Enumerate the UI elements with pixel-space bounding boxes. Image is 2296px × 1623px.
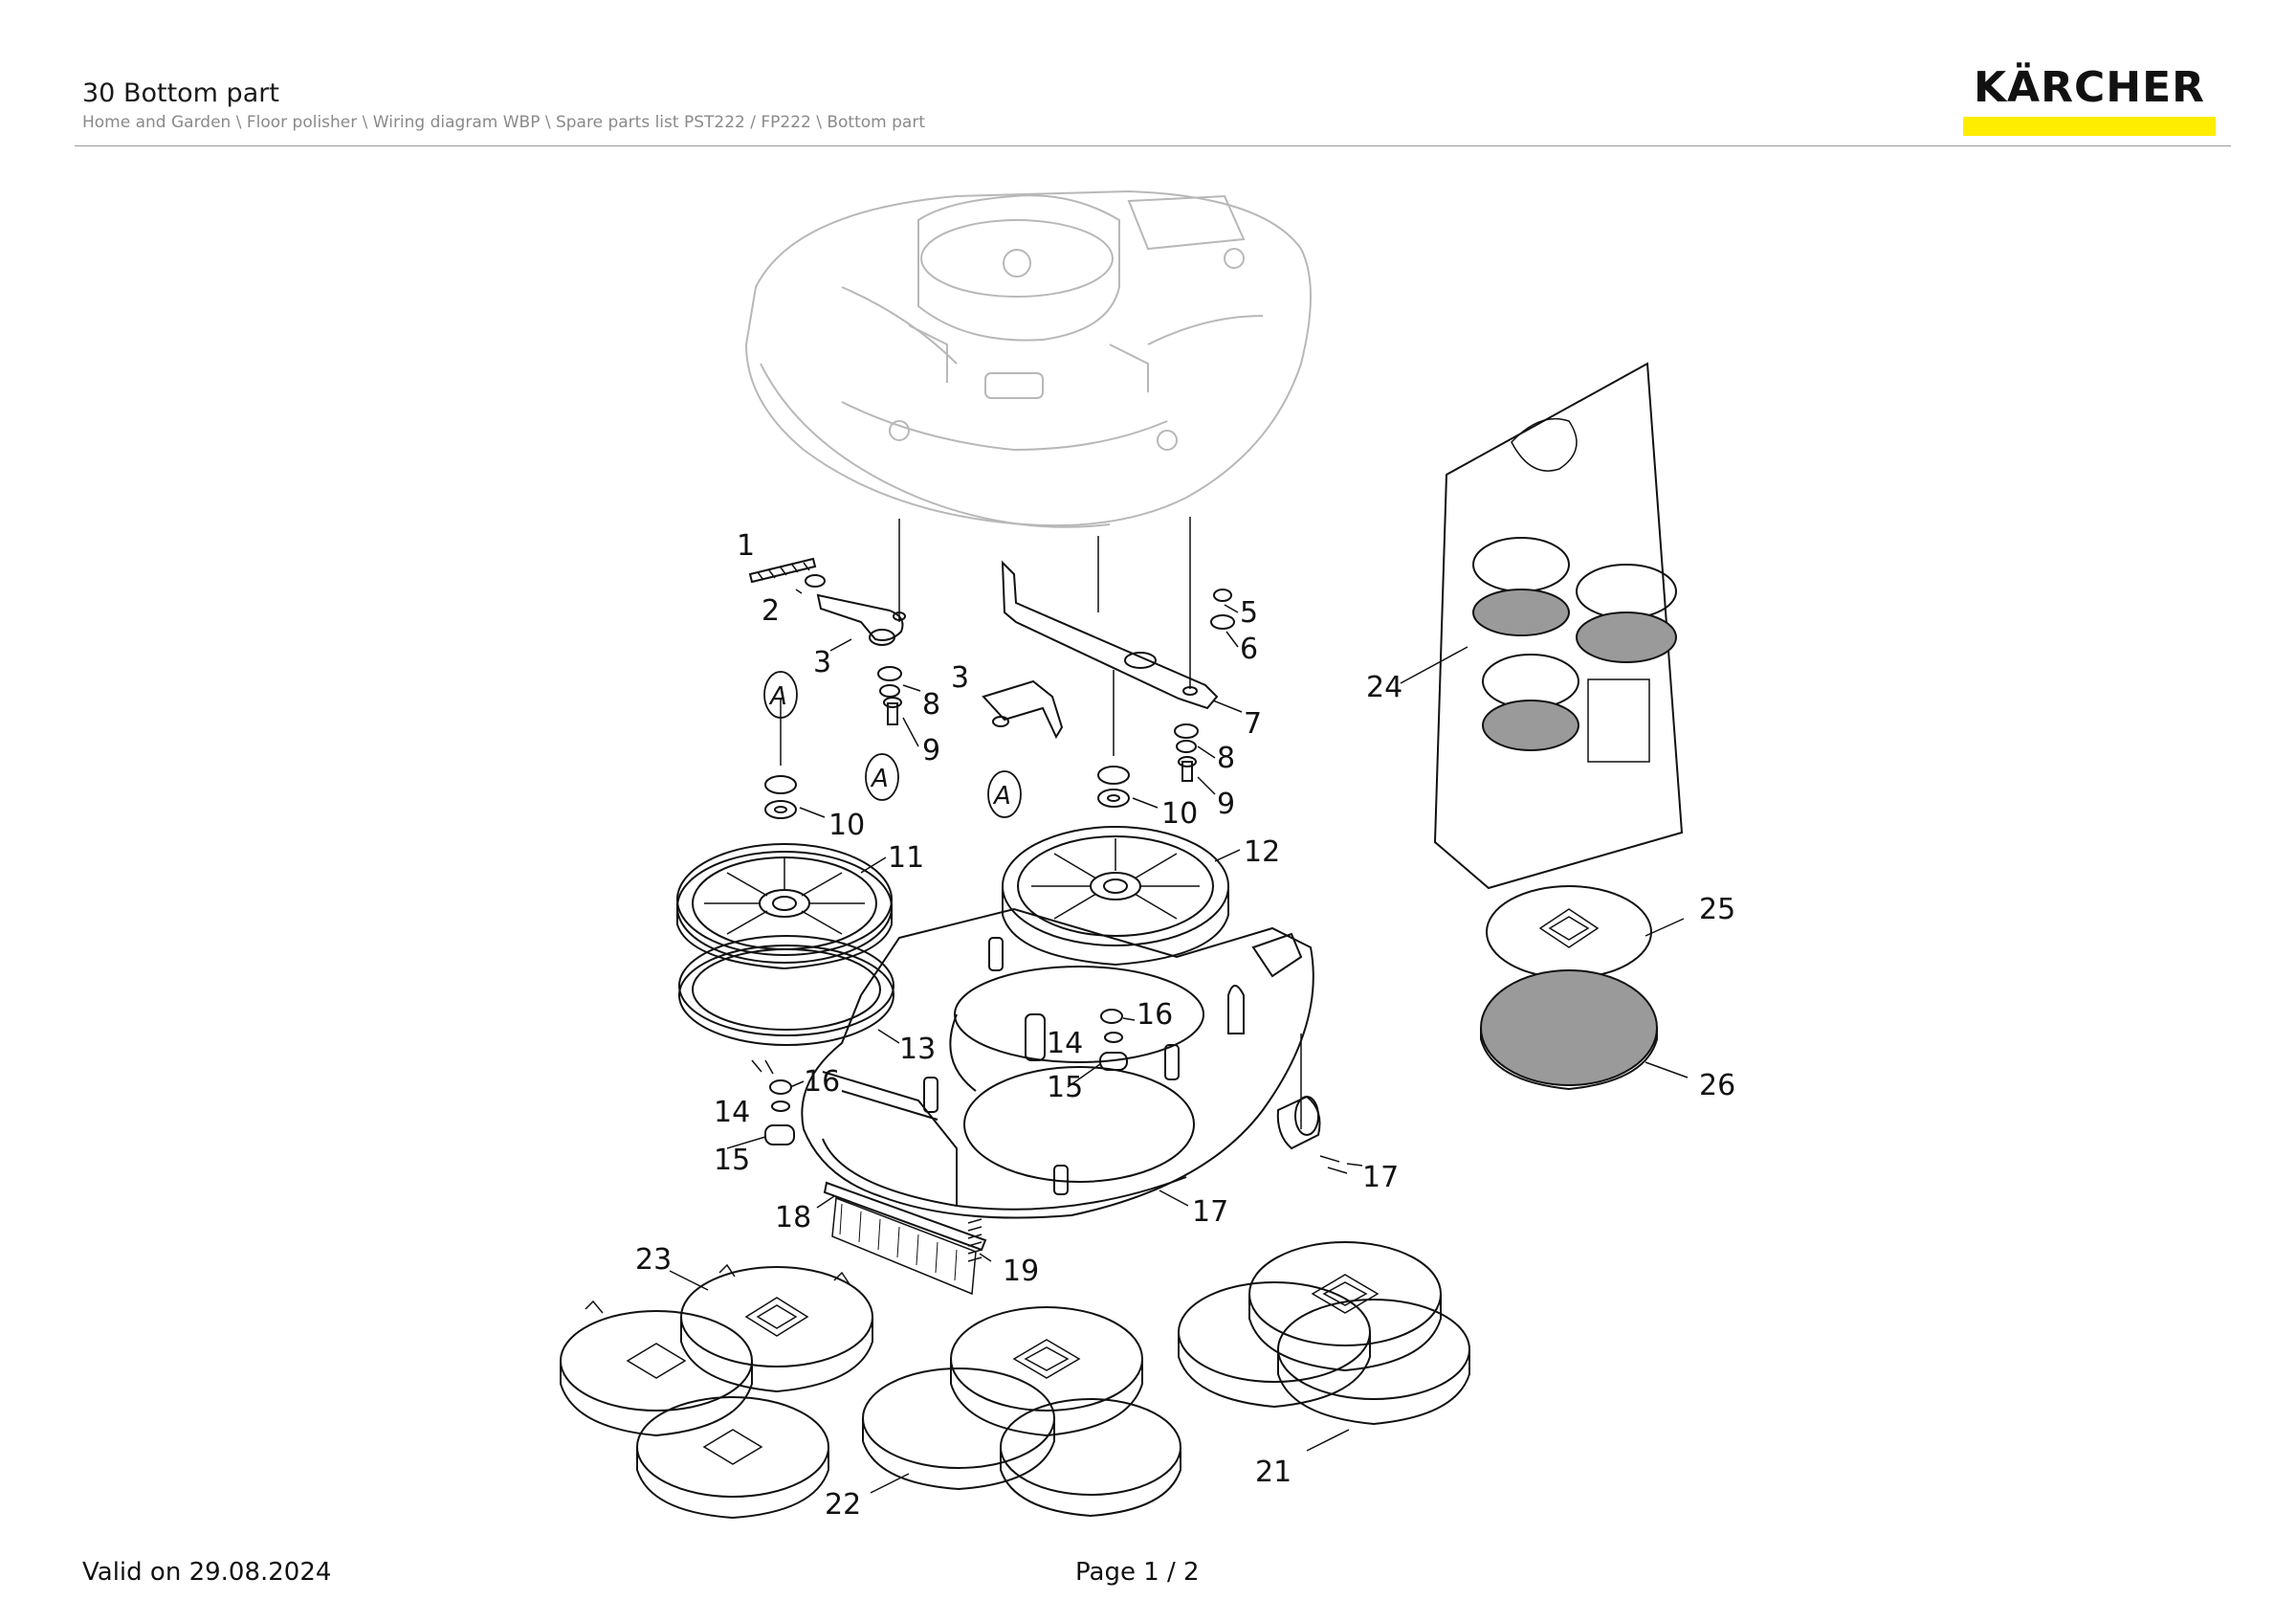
- drive-belt-ring: [678, 935, 894, 1046]
- brush-strip: [823, 1181, 987, 1296]
- karcher-logo: KÄRCHER: [1963, 63, 2216, 136]
- callout-11: 11: [888, 841, 924, 875]
- pad-holder-set-23: [560, 1263, 873, 1520]
- callout-9: 9: [922, 734, 940, 767]
- brush-set-21: [1178, 1241, 1470, 1426]
- callout-8: 8: [922, 688, 940, 722]
- callout-10b: 10: [1161, 797, 1198, 831]
- callout-13: 13: [899, 1033, 936, 1066]
- valid-date: Valid on 29.08.2024: [82, 1558, 332, 1587]
- breadcrumb: Home and Garden \ Floor polisher \ Wirin…: [82, 113, 925, 132]
- callout-25: 25: [1699, 893, 1735, 926]
- callout-22: 22: [825, 1488, 861, 1522]
- callout-8b: 8: [1217, 742, 1235, 775]
- callout-23: 23: [635, 1243, 672, 1277]
- callout-7: 7: [1244, 707, 1262, 741]
- callout-9b: 9: [1217, 788, 1235, 821]
- callout-numbers: 1 2 3 3 5 6 7 8 8 9 9 10 10 11 12 13 14 …: [635, 529, 1735, 1522]
- pad-package-24: [1433, 362, 1684, 890]
- callout-24: 24: [1366, 671, 1402, 704]
- callout-15b: 15: [714, 1144, 750, 1177]
- lever-left: [816, 593, 904, 641]
- callout-12: 12: [1244, 835, 1280, 869]
- callout-5: 5: [1240, 596, 1258, 630]
- callout-16: 16: [1137, 998, 1173, 1032]
- marker-a-3: A: [992, 782, 1011, 811]
- pad-26: [1480, 969, 1658, 1091]
- callout-17: 17: [1362, 1161, 1399, 1194]
- roller-part: [1276, 1095, 1321, 1150]
- lever-center: [982, 679, 1064, 740]
- callout-17b: 17: [1192, 1195, 1228, 1229]
- spring-part: [748, 557, 817, 584]
- logo-wordmark: KÄRCHER: [1973, 63, 2206, 112]
- callout-10: 10: [828, 809, 865, 842]
- callout-14b: 14: [714, 1096, 750, 1129]
- assembly-guide-lines: [780, 517, 1302, 1129]
- callout-15: 15: [1047, 1071, 1083, 1104]
- page-title: 30 Bottom part: [82, 78, 279, 108]
- callout-1: 1: [737, 529, 755, 563]
- callout-3: 3: [813, 646, 831, 679]
- logo-yellow-bar: [1963, 117, 2216, 136]
- callout-19: 19: [1003, 1255, 1039, 1288]
- callout-2: 2: [762, 594, 780, 628]
- callout-6: 6: [1240, 633, 1258, 666]
- callout-14: 14: [1047, 1027, 1083, 1060]
- page-number: Page 1 / 2: [1075, 1558, 1200, 1587]
- brush-set-22: [862, 1306, 1181, 1518]
- base-plate: [801, 907, 1314, 1219]
- header-divider: [75, 145, 2231, 146]
- pad-holder-25: [1486, 885, 1652, 979]
- long-bracket: [1001, 560, 1219, 710]
- machine-housing: [744, 189, 1312, 528]
- spring-19: [967, 1218, 982, 1262]
- callout-21: 21: [1255, 1456, 1292, 1489]
- gear-wheel-right: [1002, 826, 1229, 967]
- callout-3b: 3: [951, 661, 969, 695]
- marker-a-2: A: [870, 765, 889, 793]
- callout-leader-lines: [669, 589, 1689, 1494]
- marker-a-1: A: [768, 682, 787, 711]
- callout-26: 26: [1699, 1069, 1735, 1102]
- callout-16b: 16: [804, 1065, 840, 1099]
- callout-18: 18: [775, 1201, 811, 1234]
